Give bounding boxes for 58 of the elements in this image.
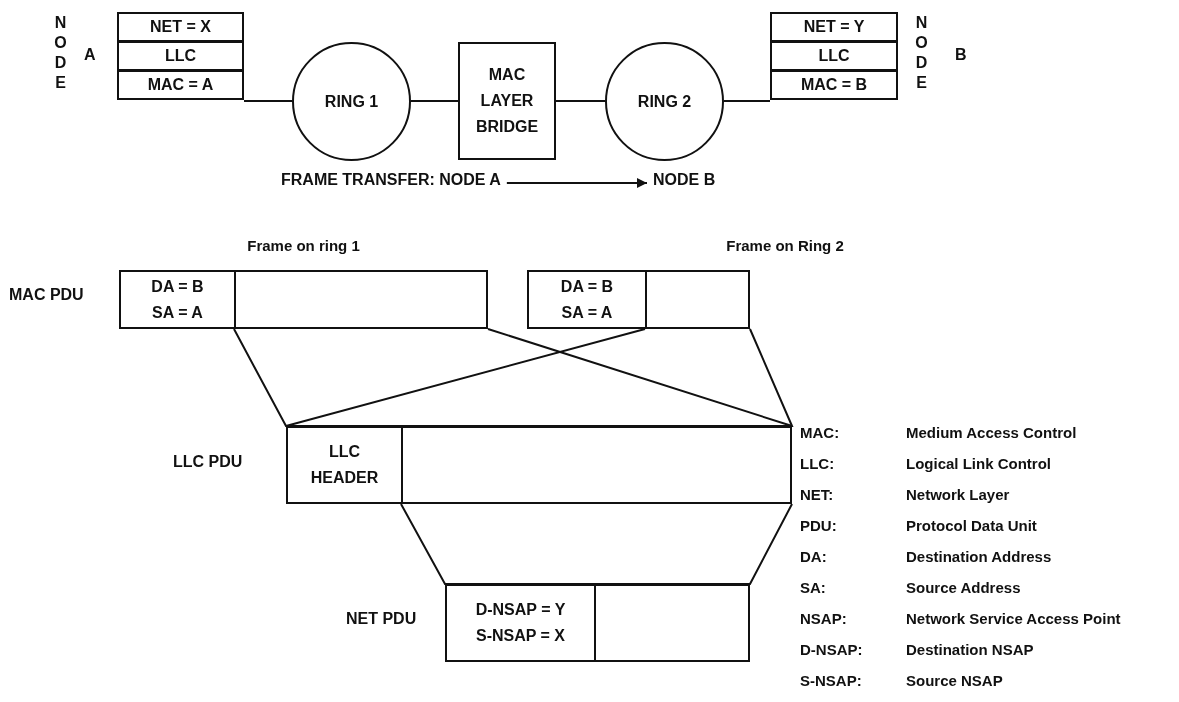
- glossary-definition: Destination Address: [906, 548, 1052, 565]
- caption-text: FRAME TRANSFER: NODE A: [281, 171, 501, 195]
- payload-cell: [645, 270, 750, 329]
- glossary-definition: Network Service Access Point: [906, 610, 1121, 627]
- caption-text: NODE B: [653, 171, 716, 195]
- header-cell: LLC HEADER: [286, 426, 403, 504]
- expansion-lines: [400, 503, 793, 585]
- address-header-cell: [527, 270, 647, 329]
- glossary-term: NET:: [800, 486, 834, 503]
- cell-text: D-NSAP = Y: [475, 600, 566, 620]
- node-letter: B: [955, 46, 967, 64]
- protocol-layer-cell: MAC = B: [770, 70, 898, 100]
- pdu-label: NET PDU: [346, 610, 417, 628]
- connector-line: [723, 100, 771, 102]
- protocol-layer-cell: NET = Y: [770, 12, 898, 42]
- glossary-definition: Destination NSAP: [906, 641, 1034, 658]
- cell-text: SA = A: [561, 302, 613, 323]
- cell-text: DA = B: [151, 276, 204, 297]
- protocol-layer-cell: MAC = A: [117, 70, 244, 100]
- connector-line: [410, 100, 459, 102]
- glossary-term: PDU:: [800, 517, 837, 534]
- ring-circle: RING 2: [605, 42, 724, 161]
- node-letter: A: [84, 46, 96, 64]
- glossary-definition: Protocol Data Unit: [906, 517, 1037, 534]
- protocol-layer-cell: LLC: [770, 41, 898, 71]
- protocol-layer-cell: NET = X: [117, 12, 244, 42]
- glossary-definition: Source Address: [906, 579, 1021, 596]
- glossary-term: MAC:: [800, 424, 840, 441]
- cell-text: DA = B: [560, 276, 614, 297]
- glossary-definition: Network Layer: [906, 486, 1010, 503]
- glossary-term: D-NSAP:: [800, 641, 863, 658]
- cell-text: S-NSAP = X: [475, 626, 566, 646]
- address-header-cell: [119, 270, 236, 329]
- payload-cell: [234, 270, 488, 329]
- payload-cell: [401, 426, 792, 504]
- frame-heading: Frame on ring 1: [246, 237, 361, 254]
- glossary-term: NSAP:: [800, 610, 847, 627]
- frame-heading: Frame on Ring 2: [725, 237, 845, 254]
- glossary-term: S-NSAP:: [800, 672, 862, 689]
- payload-cell: [594, 584, 750, 662]
- pdu-label: LLC PDU: [173, 453, 243, 471]
- bridge-box: MAC LAYER BRIDGE: [458, 42, 556, 160]
- connector-line: [243, 100, 293, 102]
- pdu-label: MAC PDU: [9, 286, 84, 304]
- address-header-cell: [445, 584, 596, 662]
- glossary-definition: Source NSAP: [906, 672, 1003, 689]
- arrow: [505, 178, 648, 188]
- glossary-definition: Logical Link Control: [906, 455, 1051, 472]
- connector-line: [555, 100, 606, 102]
- side-label: NODE: [912, 14, 930, 94]
- glossary-definition: Medium Access Control: [906, 424, 1077, 441]
- side-label: NODE: [51, 14, 69, 94]
- cell-text: SA = A: [152, 302, 203, 323]
- glossary-term: SA:: [800, 579, 826, 596]
- glossary-term: LLC:: [800, 455, 835, 472]
- ring-circle: RING 1: [292, 42, 411, 161]
- glossary-term: DA:: [800, 548, 827, 565]
- protocol-layer-cell: LLC: [117, 41, 244, 71]
